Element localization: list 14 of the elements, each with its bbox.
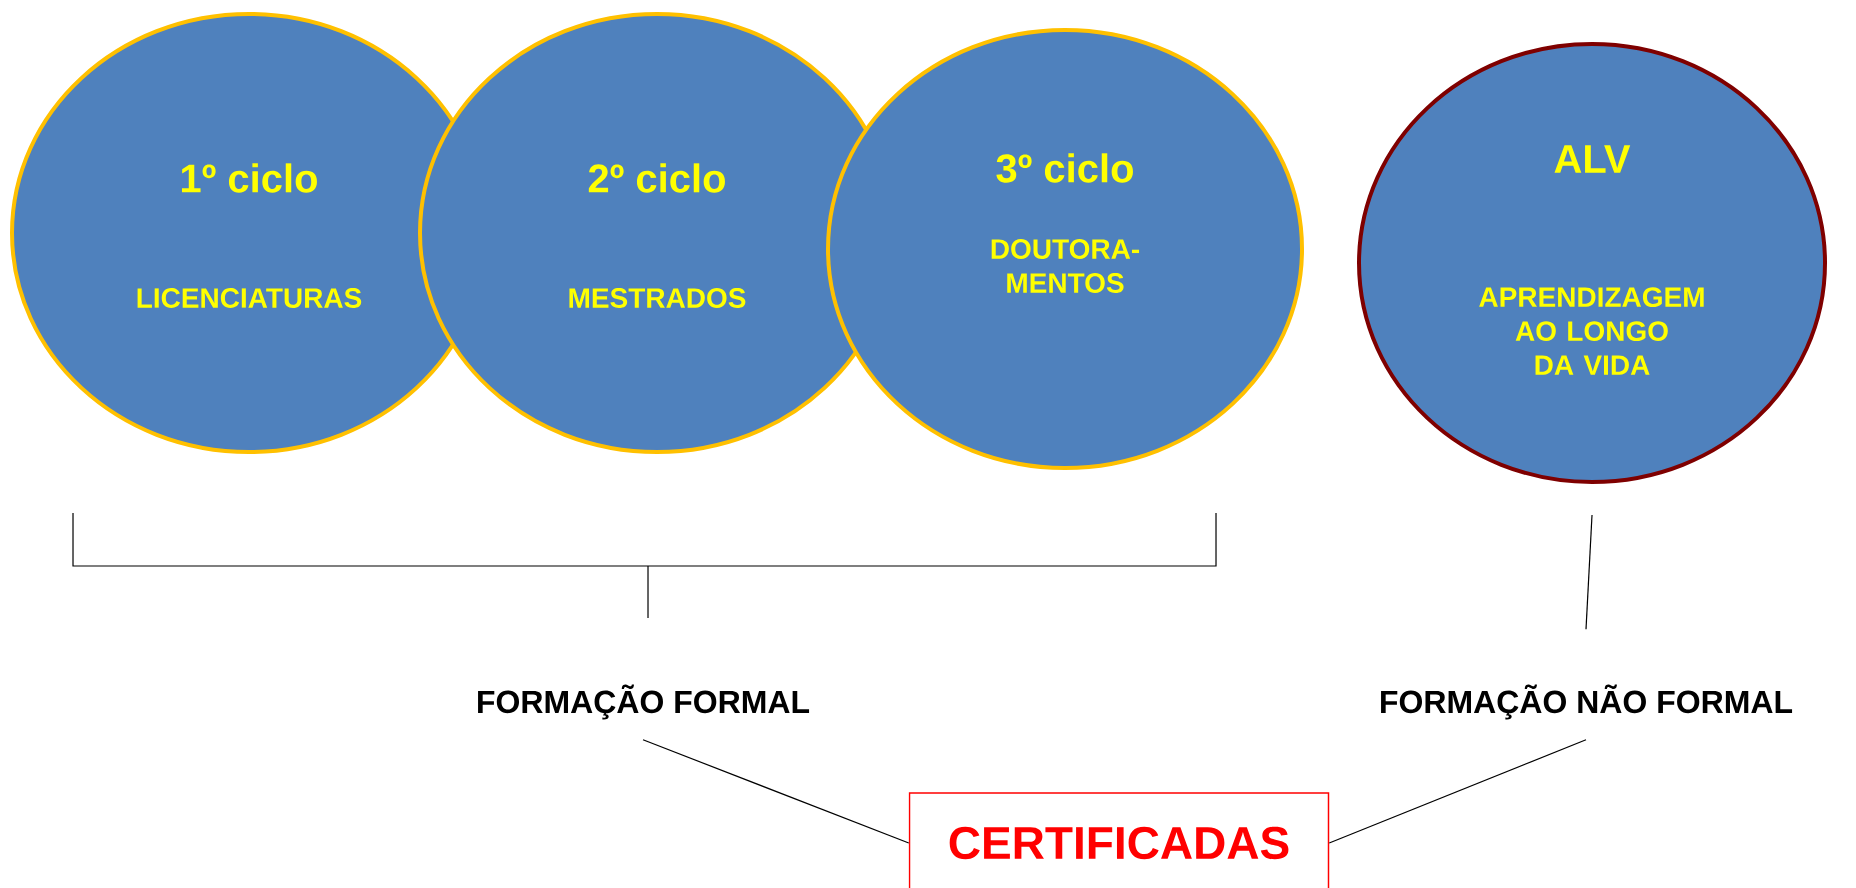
circle-heading: 1º ciclo xyxy=(182,163,317,193)
circle-heading: 2º ciclo xyxy=(588,163,725,193)
connector-line xyxy=(642,739,910,844)
label: FORMAÇÃO NÃO FORMAL xyxy=(1381,684,1793,720)
circle-text: APRENDIZAGEM AO LONGO DA VIDA xyxy=(1479,287,1704,375)
circle-heading: 3º ciclo xyxy=(996,153,1133,183)
stamp-box: CERTIFICADAS xyxy=(908,792,1330,888)
circle-text: MESTRADOS xyxy=(569,288,746,308)
circle-text: DOUTORA- MENTOS xyxy=(991,239,1140,293)
label: FORMAÇÃO FORMAL xyxy=(478,684,810,720)
connector-line xyxy=(1585,514,1593,630)
circle-heading: ALV xyxy=(1554,145,1631,173)
circle-text: LICENCIATURAS xyxy=(137,288,362,308)
connector-line xyxy=(1328,739,1587,844)
